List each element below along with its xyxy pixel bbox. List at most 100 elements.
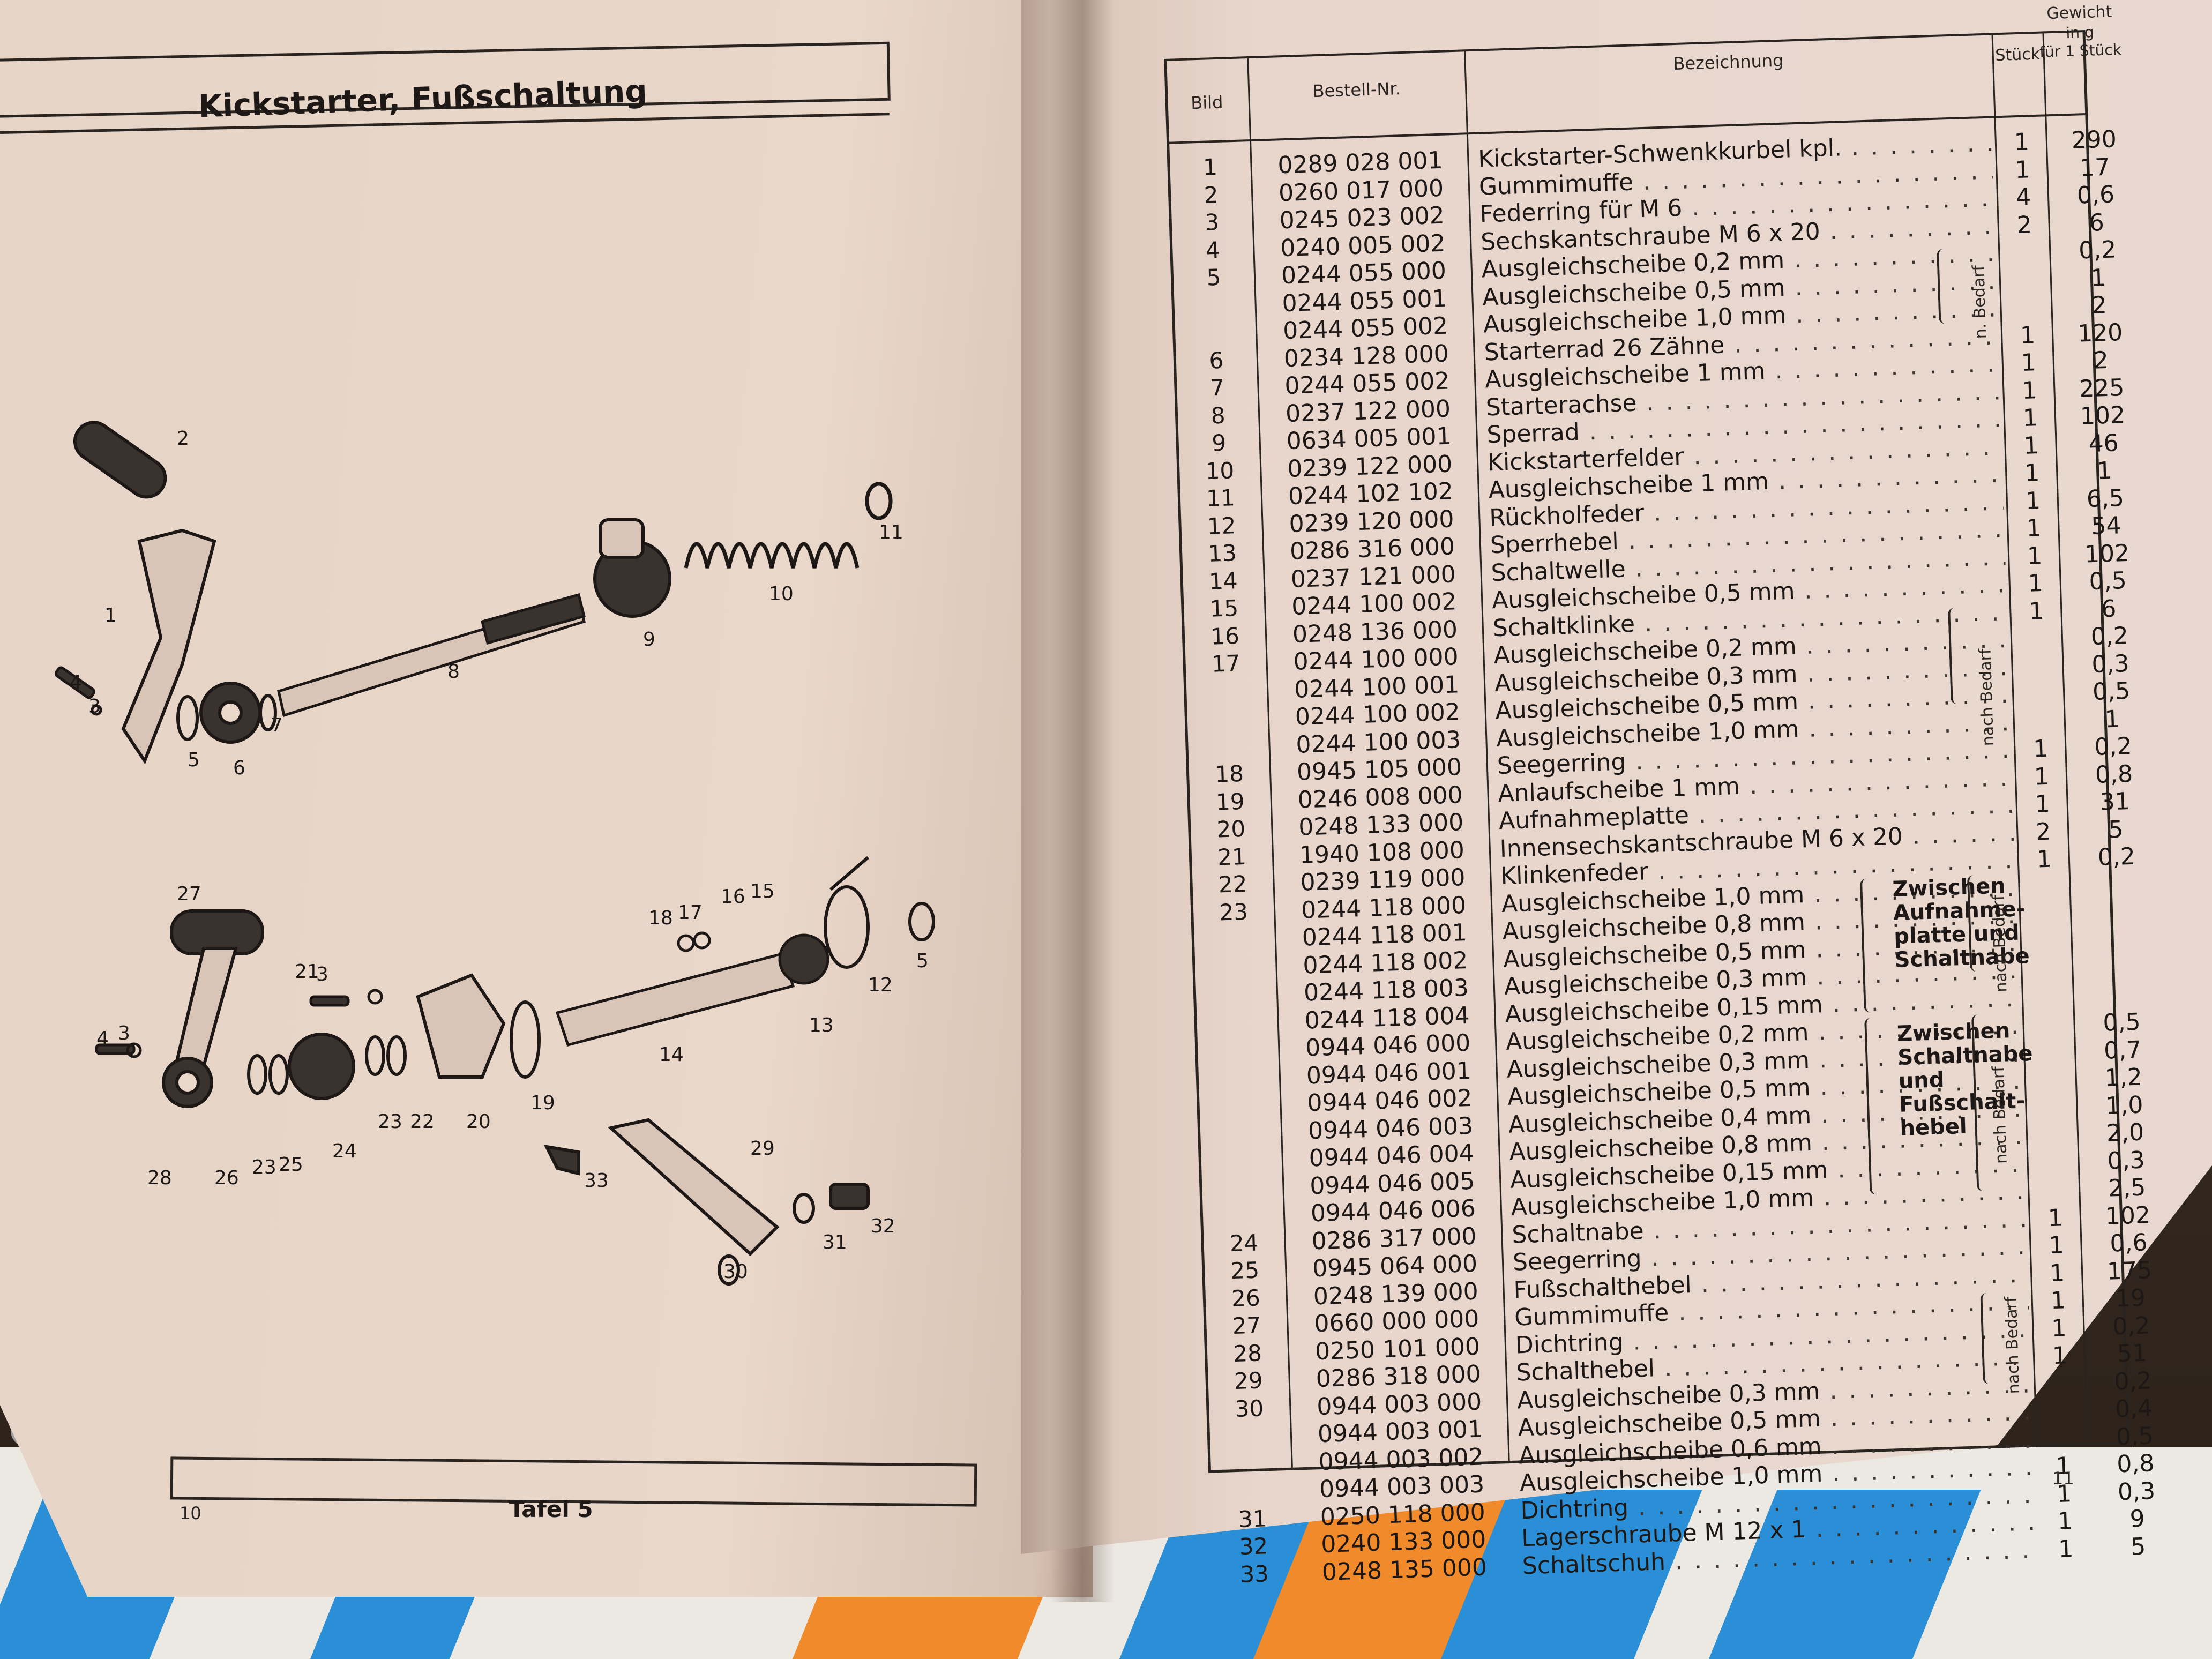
cell-gewicht: 9 [2129, 1505, 2146, 1533]
cell-bild: 14 [1208, 567, 1238, 595]
cell-bild: 28 [1232, 1339, 1262, 1367]
cell-gewicht: 5 [2130, 1533, 2147, 1561]
cell-stueck: 1 [2049, 1259, 2065, 1287]
cell-gewicht: 0,2 [2113, 1366, 2153, 1395]
note-zwischen-2-line2: Schaltnabe [1897, 1041, 2034, 1070]
note-nach-bedarf: nach Bedarf [1989, 894, 2011, 993]
cell-bild: 7 [1209, 374, 1225, 401]
diagram-label: 3 [118, 1022, 130, 1044]
cell-stueck: 2 [2016, 211, 2032, 239]
header-gewicht-unit: in g [2065, 23, 2095, 42]
cell-stueck: 1 [2036, 845, 2052, 873]
header-gewicht: Gewicht [2046, 2, 2112, 24]
cell-gewicht: 0,5 [2102, 1008, 2141, 1037]
header-gewicht-per: für 1 Stück [2039, 40, 2122, 61]
diagram-label: 8 [447, 661, 460, 683]
diagram-label: 21 [295, 961, 319, 983]
cell-bild: 8 [1210, 402, 1226, 429]
cell-bild: 12 [1207, 512, 1237, 540]
cell-stueck: 1 [2058, 1535, 2074, 1563]
starter-gear [176, 682, 277, 744]
cell-gewicht: 2,0 [2106, 1118, 2144, 1147]
note-nach-bedarf: nach Bedarf [1976, 648, 1998, 746]
cell-stueck: 1 [2048, 1231, 2065, 1260]
cell-bild: 1 [1202, 153, 1218, 181]
shift-shaft [555, 933, 829, 1047]
cell-gewicht: 0,2 [2094, 732, 2133, 761]
diagram-label: 17 [678, 902, 703, 924]
cell-gewicht: 0,2 [2097, 842, 2136, 871]
cell-gewicht: 225 [2079, 373, 2125, 403]
diagram-label: 7 [271, 714, 283, 736]
diagram-label: 26 [214, 1167, 239, 1189]
cell-gewicht: 2,5 [2108, 1174, 2147, 1202]
diagram-label: 4 [70, 671, 82, 693]
cell-bild: 11 [1206, 484, 1236, 512]
parts-table: Bild Bestell-Nr. Bezeichnung Stück Gewic… [1163, 0, 2156, 1587]
cell-gewicht: 0,7 [2103, 1036, 2142, 1065]
cell-gewicht: 2 [2093, 346, 2109, 375]
cell-gewicht: 17 [2079, 153, 2111, 182]
cell-bild: 24 [1229, 1229, 1259, 1257]
cell-stueck: 2 [2035, 818, 2052, 846]
diagram-label: 28 [147, 1167, 172, 1189]
diagram-label: 9 [643, 629, 655, 651]
cell-bild: 5 [1206, 264, 1222, 291]
note-nach-bedarf: nach Bedarf [2001, 1296, 2024, 1394]
cell-gewicht: 6 [2088, 208, 2105, 237]
cell-bild: 33 [1239, 1560, 1269, 1588]
cell-bild: 32 [1238, 1533, 1268, 1560]
cell-stueck: 1 [2021, 376, 2038, 405]
cell-gewicht: 0,6 [2076, 181, 2115, 210]
cell-gewicht: 0,2 [2090, 622, 2129, 651]
diagram-label: 24 [332, 1140, 357, 1162]
small-bolts-lower [95, 931, 711, 1058]
cell-gewicht: 1,0 [2105, 1091, 2144, 1120]
book-gutter [1050, 0, 1115, 1602]
cell-bild: 13 [1207, 540, 1237, 567]
note-zwischen-2-line5: hebel [1899, 1114, 1968, 1141]
cell-gewicht: 6 [2101, 595, 2117, 623]
shift-hub [247, 1033, 407, 1100]
cell-gewicht: 0,6 [2109, 1229, 2148, 1258]
diagram-label: 5 [188, 749, 200, 771]
diagram-label: 19 [530, 1092, 555, 1114]
diagram-label: 27 [177, 883, 201, 905]
cell-gewicht: 5 [2108, 815, 2124, 843]
cell-gewicht: 0,2 [2112, 1311, 2151, 1341]
diagram-label: 23 [252, 1156, 276, 1178]
diagram-label: 3 [316, 963, 328, 985]
cell-gewicht: 102 [2080, 401, 2126, 430]
page-number: 10 [180, 1503, 201, 1523]
diagram-label: 31 [823, 1231, 847, 1253]
kickstarter-spring [684, 482, 893, 569]
diagram-labels: 2 1 3 4 5 6 7 8 9 10 11 27 3 3 4 5 12 13… [70, 428, 929, 1283]
cell-stueck: 1 [2051, 1314, 2067, 1342]
diagram-label: 16 [721, 886, 745, 908]
cell-stueck: 1 [2020, 321, 2036, 349]
cell-gewicht: 54 [2090, 512, 2122, 541]
shift-arm [543, 1118, 870, 1286]
cell-stueck: 1 [2023, 431, 2039, 460]
small-bolt [54, 666, 102, 716]
cell-bild: 6 [1208, 347, 1224, 374]
cell-gewicht: 0,2 [2078, 236, 2117, 265]
cell-stueck: 1 [2021, 349, 2037, 377]
cell-gewicht: 0,3 [2091, 649, 2130, 678]
cell-stueck: 1 [2025, 487, 2041, 515]
cell-bild: 30 [1234, 1394, 1264, 1422]
cell-bild: 9 [1211, 429, 1227, 457]
cell-gewicht: 0,5 [2088, 567, 2127, 596]
cell-gewicht: 290 [2071, 125, 2117, 154]
cell-stueck: 1 [2027, 569, 2044, 597]
cell-stueck: 1 [2034, 790, 2051, 818]
cell-bild: 31 [1238, 1505, 1268, 1533]
cell-bild: 18 [1214, 760, 1244, 788]
note-nach-bedarf: nach Bedarf [1989, 1066, 2011, 1164]
exploded-parts-diagram: 2 1 3 4 5 6 7 8 9 10 11 27 3 3 4 5 12 13… [54, 421, 935, 1286]
cell-bild: 22 [1218, 870, 1248, 898]
note-zwischen-2-line3: und [1898, 1067, 1945, 1094]
diagram-label: 13 [809, 1014, 834, 1036]
foot-shift-lever [162, 909, 264, 1108]
left-page: Kickstarter, Fußschaltung [0, 0, 1093, 1597]
